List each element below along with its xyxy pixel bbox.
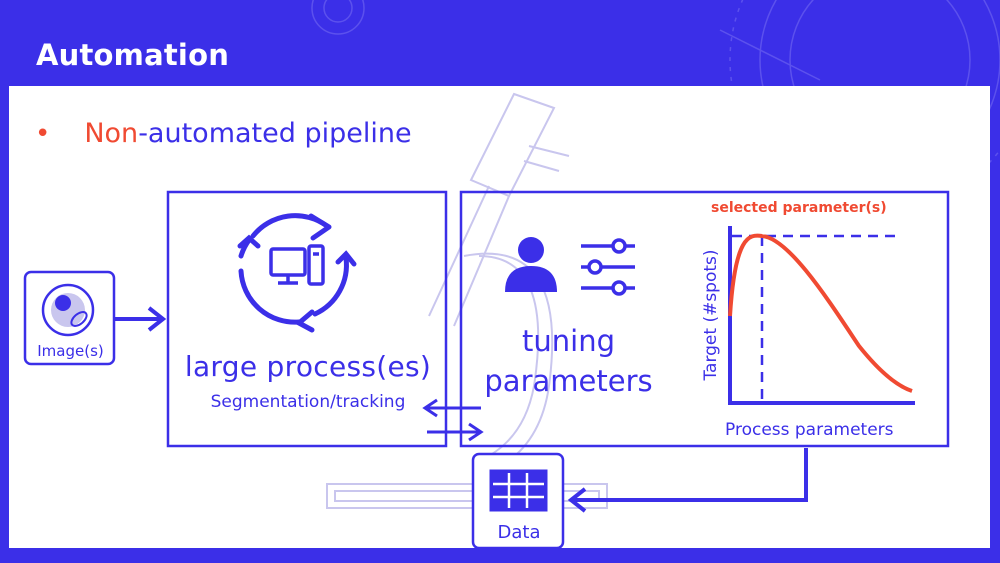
data-label: Data: [497, 522, 541, 543]
chart-annotation: selected parameter(s): [711, 200, 887, 216]
diagram-canvas: [23, 92, 950, 548]
mini-chart-curve: [728, 233, 913, 393]
cell-icon: [41, 283, 95, 337]
bullet-highlight: Non: [84, 118, 139, 149]
bullet-text: -automated pipeline: [138, 118, 412, 149]
mini-chart: [728, 226, 915, 405]
process-subtitle: Segmentation/tracking: [210, 392, 406, 412]
chart-xlabel: Process parameters: [725, 420, 894, 440]
process-title: large process(es): [184, 350, 432, 383]
bullet-point: • Non-automated pipeline: [35, 118, 412, 149]
tuning-box: [459, 190, 950, 448]
arrow-chart-to-data: [567, 448, 808, 513]
user-icon: [505, 237, 557, 292]
arrow-image-to-process: [114, 306, 167, 332]
process-box: [166, 190, 448, 448]
table-grid-icon: [489, 469, 548, 512]
tuning-label-line1: tuning: [522, 324, 615, 358]
bidirectional-arrows: [422, 398, 484, 442]
image-label: Image(s): [37, 342, 104, 360]
chart-ylabel: Target (#spots): [701, 249, 721, 381]
refresh-cycle-icon: [237, 213, 357, 333]
desktop-computer-icon: [269, 244, 325, 286]
bullet-dot: •: [35, 119, 51, 149]
content-panel: • Non-automated pipeline Image(s) large p…: [9, 86, 990, 548]
sliders-icon: [581, 238, 635, 296]
microscope-watermark-icon: [326, 92, 608, 509]
slide-title: Automation: [36, 38, 230, 72]
tuning-label-line2: parameters: [484, 364, 653, 398]
